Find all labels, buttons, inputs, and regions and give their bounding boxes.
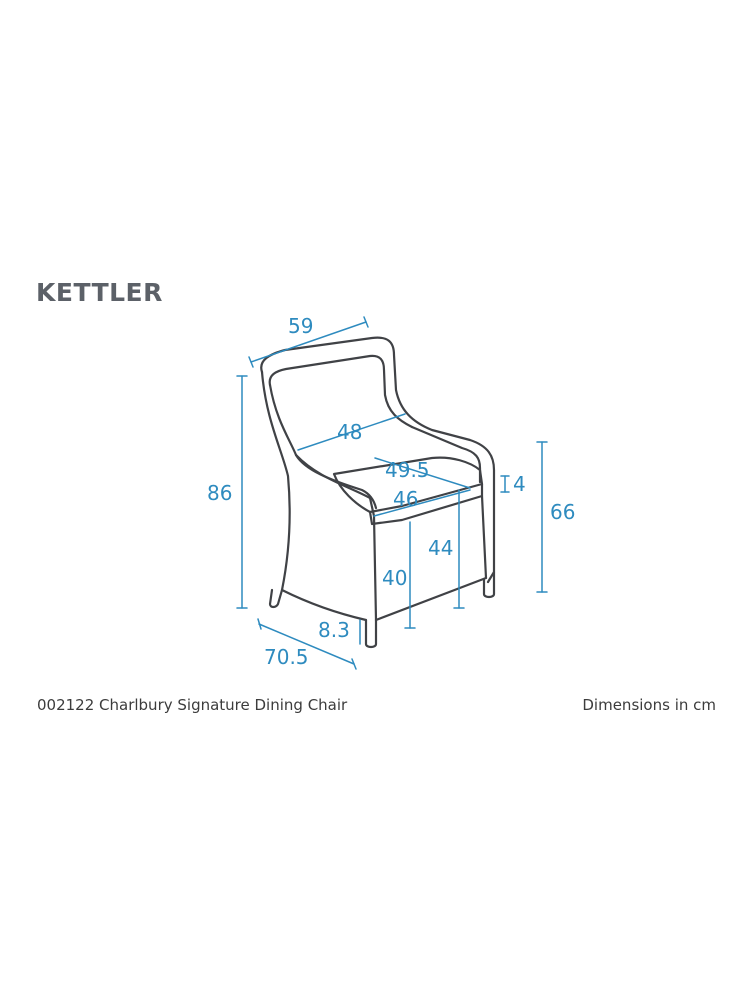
- dim-label-49-5: 49.5: [385, 458, 430, 482]
- dim-tick-70-5-a: [257, 618, 262, 630]
- chair-outline: [260, 336, 496, 649]
- left-arm-inner: [268, 383, 378, 510]
- right-arm-top: [410, 425, 482, 484]
- right-leg: [482, 570, 496, 599]
- dim-label-4: 4: [513, 472, 526, 496]
- front-left-leg: [364, 618, 378, 649]
- dim-tick-59-a: [248, 356, 254, 368]
- units-note: Dimensions in cm: [582, 696, 716, 714]
- dim-label-66: 66: [550, 500, 575, 524]
- dim-label-59: 59: [288, 314, 313, 338]
- seat-cushion-front: [368, 482, 484, 526]
- dimension-lines: [236, 316, 548, 670]
- product-caption: 002122 Charlbury Signature Dining Chair: [37, 696, 348, 714]
- left-leg: [268, 588, 284, 609]
- dim-line-46: [373, 489, 471, 517]
- dim-label-46: 46: [393, 487, 418, 511]
- dim-label-40: 40: [382, 566, 407, 590]
- body-bottom-left: [280, 588, 368, 622]
- right-front-edge: [480, 494, 488, 580]
- dim-line-48: [297, 413, 406, 451]
- front-face-bottom: [374, 576, 488, 622]
- left-side-edge: [260, 370, 291, 592]
- dim-tick-59-b: [363, 316, 369, 328]
- dim-line-59: [250, 321, 367, 363]
- dim-tick-70-5-b: [351, 658, 357, 670]
- kettler-logo: KETTLER: [36, 278, 163, 307]
- dim-label-48: 48: [337, 420, 362, 444]
- dim-line-49-5: [374, 457, 471, 489]
- left-arm-front: [294, 453, 372, 500]
- dim-label-8-3: 8.3: [318, 618, 350, 642]
- dim-label-86: 86: [207, 481, 232, 505]
- dim-line-70-5: [258, 623, 355, 665]
- dim-label-70-5: 70.5: [264, 645, 309, 669]
- backrest-inner: [268, 354, 414, 429]
- dim-label-44: 44: [428, 536, 453, 560]
- dimension-labels: 59 86 70.5 48 49.5 46 4 66 44 40 8.3: [207, 314, 575, 669]
